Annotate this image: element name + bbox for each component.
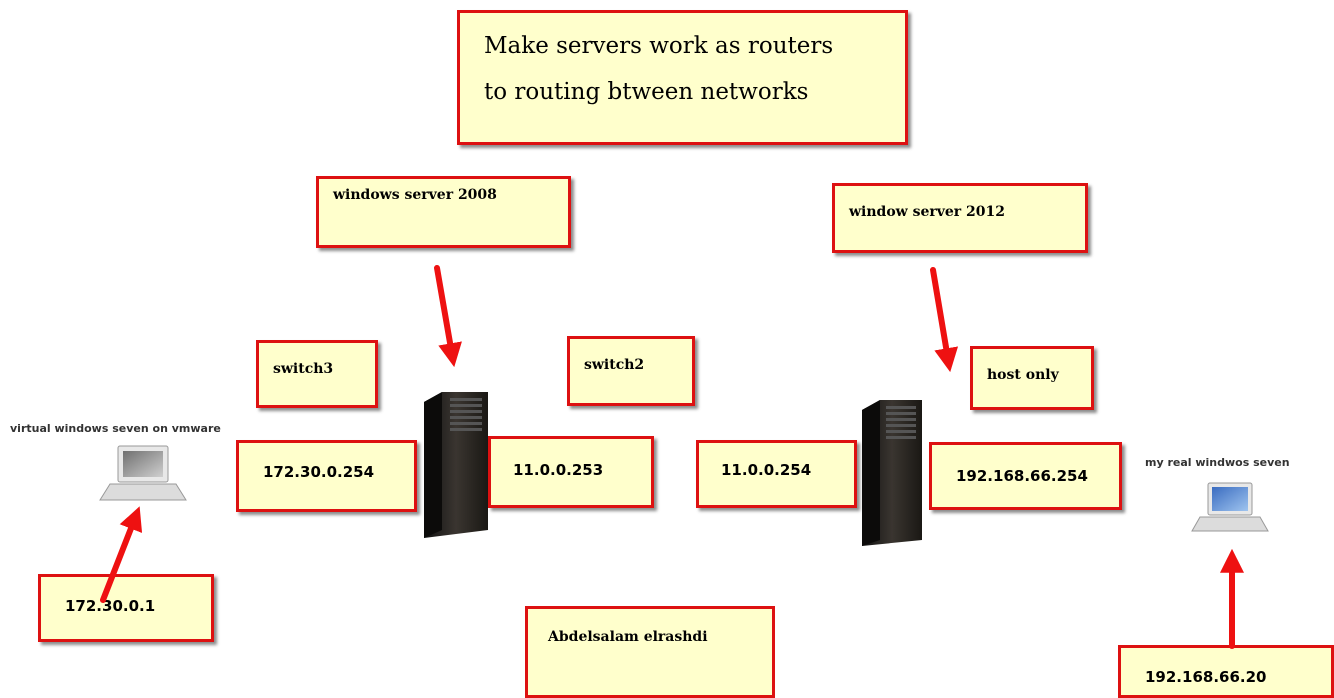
switch2-label: switch2 <box>567 336 695 406</box>
virtual-client-label: virtual windows seven on vmware <box>10 422 221 435</box>
ip-right-server-right: 192.168.66.254 <box>929 442 1122 510</box>
arrow-to-left-server <box>434 265 462 368</box>
ip-right-server-left: 11.0.0.254 <box>696 440 857 508</box>
title-line-1: Make servers work as routers <box>484 33 834 59</box>
ip-virtual-client: 172.30.0.1 <box>38 574 214 642</box>
arrow-to-right-server <box>930 267 959 373</box>
left-server-icon <box>424 392 488 538</box>
diagram-title-note: Make servers work as routers to routing … <box>457 10 908 145</box>
host-only-label: host only <box>970 346 1094 410</box>
title-line-2: to routing btween networks <box>484 79 809 105</box>
virtual-laptop-icon <box>99 445 187 501</box>
left-server-label: windows server 2008 <box>316 176 571 248</box>
ip-left-server-right: 11.0.0.253 <box>488 436 654 508</box>
ip-left-server-left: 172.30.0.254 <box>236 440 417 512</box>
ip-real-client: 192.168.66.20 <box>1118 645 1334 698</box>
right-server-icon <box>862 400 922 546</box>
author-note: Abdelsalam elrashdi <box>525 606 775 698</box>
real-laptop-icon <box>1191 482 1269 532</box>
switch3-label: switch3 <box>256 340 378 408</box>
real-client-label: my real windwos seven <box>1145 456 1290 469</box>
right-server-label: window server 2012 <box>832 183 1088 253</box>
arrow-to-virtual-laptop <box>100 506 143 603</box>
